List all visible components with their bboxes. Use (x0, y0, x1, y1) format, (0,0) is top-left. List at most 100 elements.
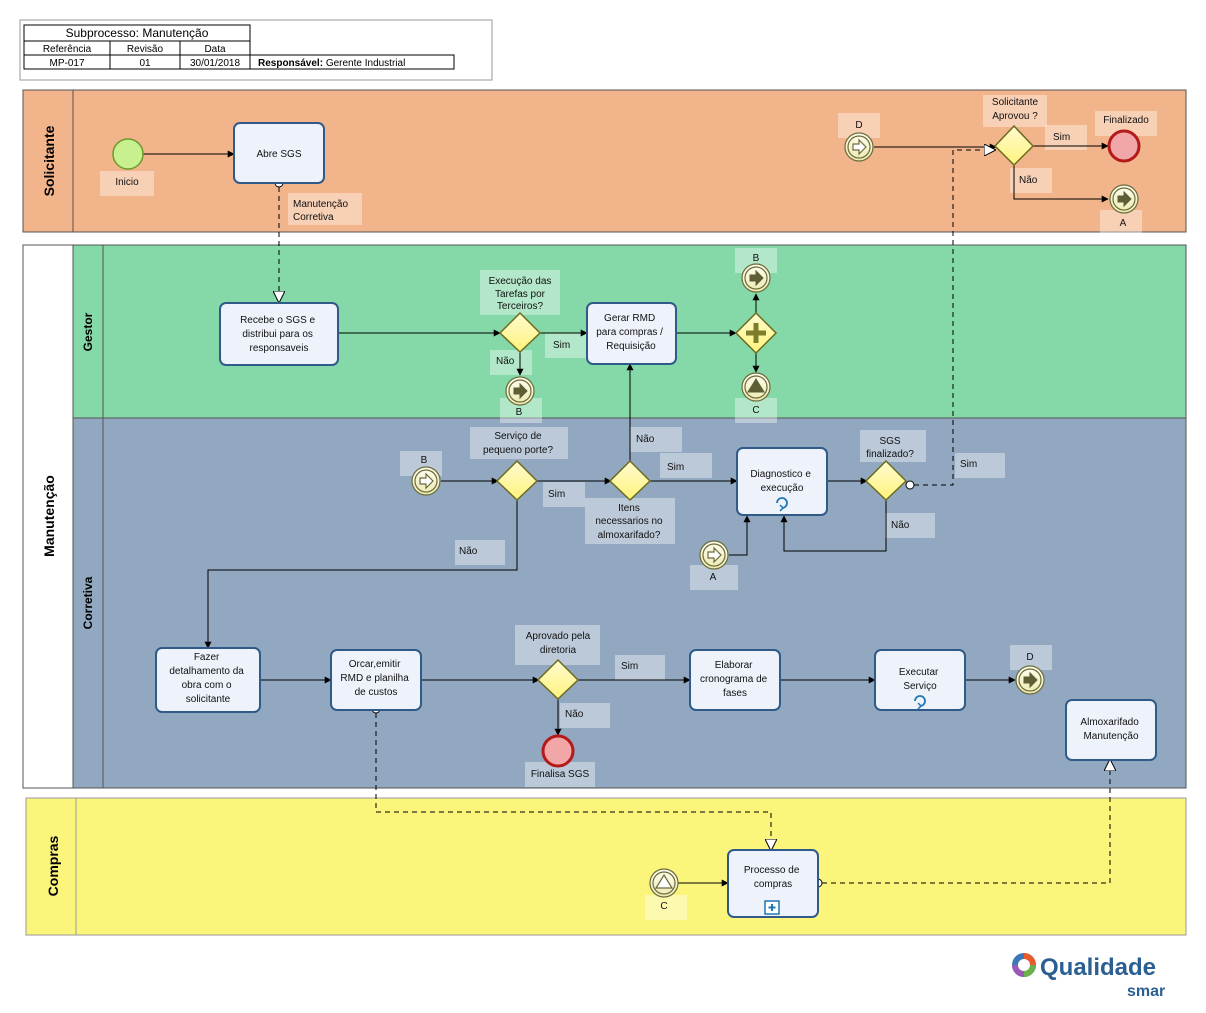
task-elaborar-label: Elaborar cronograma de fases (700, 660, 770, 699)
label-a-top: A (1120, 218, 1127, 229)
task-abre-sgs-label: Abre SGS (256, 149, 301, 160)
header-resp-label: Responsável: (258, 58, 323, 69)
signal-catch-c-compras (649, 868, 679, 898)
link-throw-a (1109, 184, 1139, 214)
sequence-flows (143, 142, 1109, 887)
pool-title-manutencao: Manutenção (41, 475, 57, 557)
task-gerar-rmd-label: Gerar RMD para compras / Requisição (596, 313, 665, 352)
label-sim-itens: Sim (667, 462, 684, 473)
label-itens-3: almoxarifado? (598, 530, 661, 541)
link-arrow-icon (1117, 190, 1132, 208)
label-c-compras: C (660, 901, 667, 912)
label-nao-aprovou: Não (1019, 175, 1038, 186)
label-sim-diretoria: Sim (621, 661, 638, 672)
task-recebe-sgs-label: Recebe o SGS e distribui para os respons… (240, 315, 318, 354)
label-aprovou-2: Aprovou ? (992, 111, 1038, 122)
label-terceiros-1: Execução das (489, 276, 552, 287)
gateways (495, 124, 1035, 701)
task-diagnostico-label: Diagnostico e execução (750, 469, 813, 494)
label-nao-itens: Não (636, 434, 655, 445)
label-finaliza-sgs: Finalisa SGS (531, 769, 590, 780)
brand-name: Qualidade (1040, 954, 1156, 981)
event-finaliza-sgs (541, 734, 575, 768)
label-manut-corr-1: Manutenção (293, 199, 348, 210)
header-title: Subprocesso: Manutenção (66, 26, 209, 40)
link-arrow-icon (1023, 671, 1038, 689)
task-abre-sgs[interactable]: Abre SGS (233, 122, 325, 184)
gateway-terceiros (498, 311, 542, 354)
label-finalizado-2: finalizado? (866, 449, 914, 460)
label-nao-pequeno: Não (459, 546, 478, 557)
label-d-top: D (855, 120, 862, 131)
header-col-date: Data (204, 44, 226, 55)
label-itens-2: necessarios no (595, 516, 663, 527)
label-b-top: B (753, 253, 760, 264)
label-diretoria-1: Aprovado pela (526, 631, 591, 642)
task-diagnostico[interactable]: Diagnostico e execução (736, 447, 828, 516)
link-catch-d (844, 132, 874, 162)
label-sim-finalizado: Sim (960, 459, 977, 470)
label-terceiros-2: Tarefas por (495, 289, 546, 300)
brand-sub: smar (1127, 983, 1165, 1000)
label-finalizado-1: SGS (879, 436, 900, 447)
task-processo-label: Processo de compras (744, 865, 802, 890)
link-throw-d (1015, 665, 1045, 695)
label-d-corretiva: D (1026, 652, 1033, 663)
pool-solicitante: Solicitante (22, 89, 1187, 233)
task-gerar-rmd[interactable]: Gerar RMD para compras / Requisição (586, 302, 677, 365)
link-throw-b-top (741, 263, 771, 293)
link-arrow-icon (852, 138, 867, 156)
diagram-labels: Inicio Manutenção Corretiva D Solicitant… (115, 97, 1149, 912)
label-sim-pequeno: Sim (548, 489, 565, 500)
label-a-corretiva: A (710, 572, 717, 583)
header-resp-value: Gerente Industrial (326, 58, 406, 69)
label-sim-terceiros: Sim (553, 340, 570, 351)
link-throw-b-gestor (505, 376, 535, 406)
label-finalizado: Finalizado (1103, 115, 1149, 126)
lane-title-gestor: Gestor (81, 312, 95, 351)
signal-triangle-icon (654, 873, 674, 889)
link-arrow-icon (749, 269, 764, 287)
header-date: 30/01/2018 (190, 58, 240, 69)
label-terceiros-3: Terceiros? (497, 301, 544, 312)
loop-icon (776, 497, 788, 509)
task-orcar-label: Orcar,emitir RMD e planilha de custos (340, 659, 411, 698)
pool-compras: Compras (25, 797, 1187, 936)
gateway-diretoria (536, 658, 580, 701)
gateway-pequeno-porte (495, 459, 539, 502)
header-rev: 01 (139, 58, 151, 69)
header-table: Subprocesso: Manutenção Referência Revis… (19, 19, 493, 81)
task-almoxarifado[interactable]: Almoxarifado Manutenção (1065, 699, 1157, 761)
signal-throw-c (741, 372, 771, 402)
loop-icon (914, 695, 926, 707)
pool-title-compras: Compras (45, 835, 61, 896)
task-fazer-detalhamento[interactable]: Fazer detalhamento da obra com o solicit… (155, 647, 261, 713)
task-recebe-sgs[interactable]: Recebe o SGS e distribui para os respons… (219, 302, 339, 366)
task-executar-label: Executar Serviço (899, 667, 941, 692)
label-pequeno-1: Serviço de (494, 431, 542, 442)
label-itens-1: Itens (618, 503, 640, 514)
label-c-gestor: C (752, 405, 759, 416)
label-sim-aprovou: Sim (1053, 132, 1070, 143)
event-finalizado (1107, 129, 1141, 163)
header-col-ref: Referência (43, 44, 92, 55)
task-orcar[interactable]: Orcar,emitir RMD e planilha de custos (330, 649, 422, 711)
task-executar-servico[interactable]: Executar Serviço (874, 649, 966, 711)
header-responsavel: Responsável: Gerente Industrial (258, 58, 405, 69)
gateway-aprovou (993, 124, 1035, 167)
task-elaborar-cronograma[interactable]: Elaborar cronograma de fases (689, 649, 781, 711)
plus-icon (746, 323, 766, 343)
task-processo-compras[interactable]: Processo de compras (727, 849, 819, 918)
link-catch-a (699, 540, 729, 570)
label-diretoria-2: diretoria (540, 645, 577, 656)
gateway-itens (608, 459, 652, 502)
label-aprovou-1: Solicitante (992, 97, 1039, 108)
pool-title-solicitante: Solicitante (41, 125, 57, 196)
message-flows (279, 150, 1110, 884)
gateway-finalizado (864, 459, 908, 502)
header-ref: MP-017 (49, 58, 84, 69)
label-b-corretiva: B (421, 455, 428, 466)
label-manut-corr-2: Corretiva (293, 212, 334, 223)
brand-logo: Qualidade smar (1012, 953, 1165, 1000)
